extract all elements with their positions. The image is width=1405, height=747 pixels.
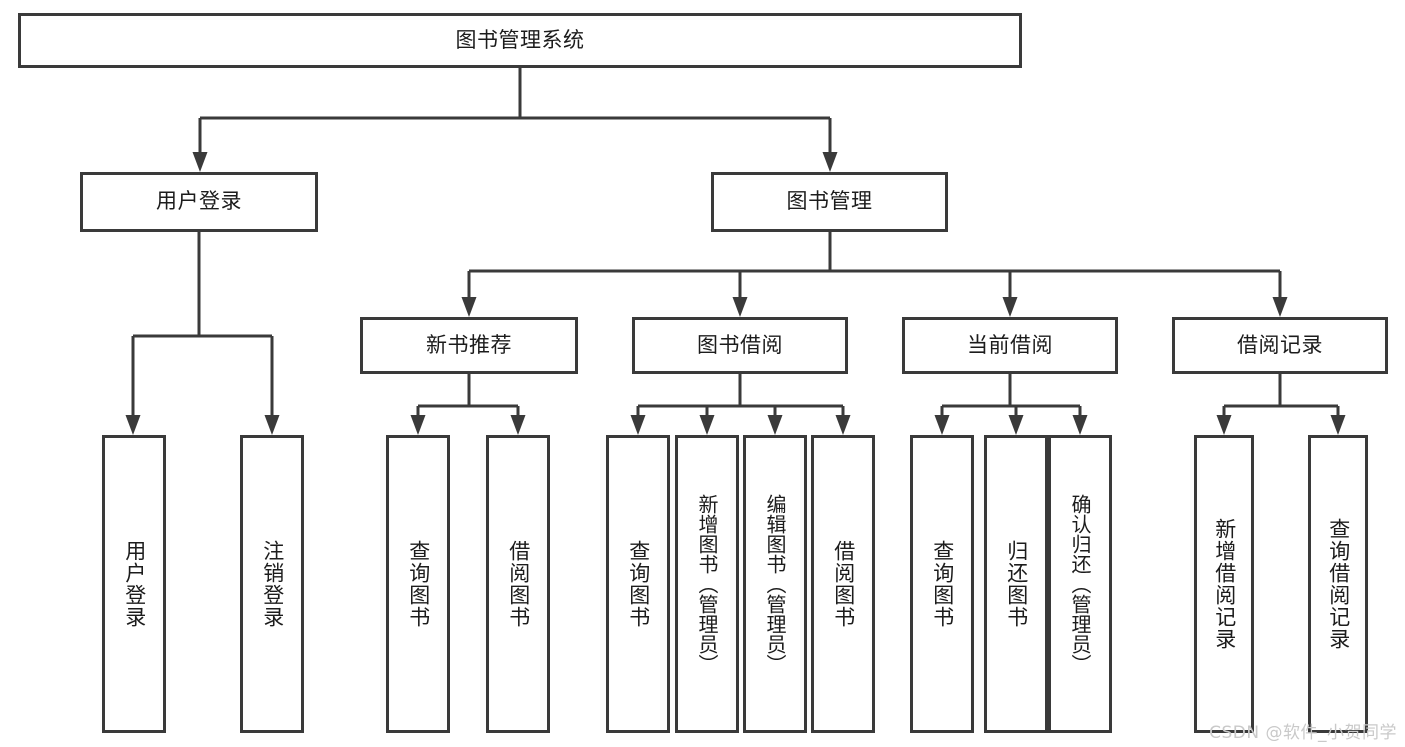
node-user-login[interactable]: 用户登录 [80, 172, 318, 232]
node-leaf-query-book-1[interactable]: 查询图书 [386, 435, 450, 733]
node-label-root: 图书管理系统 [455, 27, 585, 52]
node-leaf-confirm-return-admin[interactable]: 确认归还（管理员） [1048, 435, 1112, 733]
book-borrow-arrow-0-head [630, 415, 646, 435]
node-label-book-borrow: 图书借阅 [697, 332, 783, 357]
node-label-leaf-query-book-2: 查询图书 [626, 540, 651, 628]
node-leaf-user-logout[interactable]: 注销登录 [240, 435, 304, 733]
new-book-arrow-0-head [410, 415, 426, 435]
node-label-leaf-return-book: 归还图书 [1004, 540, 1029, 628]
node-leaf-query-book-2[interactable]: 查询图书 [606, 435, 670, 733]
book-mgmt-arrow-0-head [461, 297, 477, 317]
node-leaf-return-book[interactable]: 归还图书 [984, 435, 1048, 733]
node-current-borrow[interactable]: 当前借阅 [902, 317, 1118, 374]
node-leaf-borrow-book-2[interactable]: 借阅图书 [811, 435, 875, 733]
book-borrow-arrow-2-head [767, 415, 783, 435]
node-label-leaf-add-book-admin: 新增图书（管理员） [695, 494, 719, 674]
node-leaf-add-book-admin[interactable]: 新增图书（管理员） [675, 435, 739, 733]
node-leaf-query-borrow-record[interactable]: 查询借阅记录 [1308, 435, 1368, 733]
root-arrow-0-head [192, 152, 208, 172]
node-book-borrow[interactable]: 图书借阅 [632, 317, 848, 374]
node-label-leaf-user-logout: 注销登录 [260, 540, 285, 628]
node-label-leaf-edit-book-admin: 编辑图书（管理员） [763, 494, 787, 674]
current-borrow-arrow-0-head [934, 415, 950, 435]
borrow-record-arrow-1-head [1330, 415, 1346, 435]
node-new-book-recommend[interactable]: 新书推荐 [360, 317, 578, 374]
node-label-borrow-record: 借阅记录 [1237, 332, 1323, 357]
node-label-user-login: 用户登录 [156, 189, 242, 214]
book-borrow-arrow-1-head [699, 415, 715, 435]
user-login-arrow-0-head [125, 415, 141, 435]
node-book-management[interactable]: 图书管理 [711, 172, 948, 232]
node-leaf-query-book-3[interactable]: 查询图书 [910, 435, 974, 733]
node-leaf-borrow-book-1[interactable]: 借阅图书 [486, 435, 550, 733]
node-leaf-edit-book-admin[interactable]: 编辑图书（管理员） [743, 435, 807, 733]
borrow-record-arrow-0-head [1216, 415, 1232, 435]
current-borrow-arrow-2-head [1072, 415, 1088, 435]
book-mgmt-arrow-3-head [1272, 297, 1288, 317]
node-label-leaf-borrow-book-2: 借阅图书 [831, 540, 856, 628]
node-label-leaf-query-book-3: 查询图书 [930, 540, 955, 628]
node-label-leaf-query-book-1: 查询图书 [406, 540, 431, 628]
book-borrow-arrow-3-head [835, 415, 851, 435]
node-leaf-user-login[interactable]: 用户登录 [102, 435, 166, 733]
node-label-leaf-user-login: 用户登录 [122, 540, 147, 628]
book-mgmt-arrow-1-head [732, 297, 748, 317]
node-label-leaf-query-borrow-record: 查询借阅记录 [1326, 518, 1351, 650]
node-root[interactable]: 图书管理系统 [18, 13, 1022, 68]
root-arrow-1-head [822, 152, 838, 172]
node-label-new-book-recommend: 新书推荐 [426, 332, 512, 357]
node-label-book-management: 图书管理 [786, 189, 873, 214]
new-book-arrow-1-head [510, 415, 526, 435]
node-label-leaf-add-borrow-record: 新增借阅记录 [1212, 518, 1237, 650]
current-borrow-arrow-1-head [1008, 415, 1024, 435]
watermark-text: CSDN @软件_小贺同学 [1209, 723, 1397, 743]
node-label-leaf-borrow-book-1: 借阅图书 [506, 540, 531, 628]
node-label-leaf-confirm-return-admin: 确认归还（管理员） [1068, 494, 1092, 674]
node-leaf-add-borrow-record[interactable]: 新增借阅记录 [1194, 435, 1254, 733]
node-label-current-borrow: 当前借阅 [967, 332, 1053, 357]
book-mgmt-arrow-2-head [1002, 297, 1018, 317]
node-borrow-record[interactable]: 借阅记录 [1172, 317, 1388, 374]
user-login-arrow-1-head [264, 415, 280, 435]
